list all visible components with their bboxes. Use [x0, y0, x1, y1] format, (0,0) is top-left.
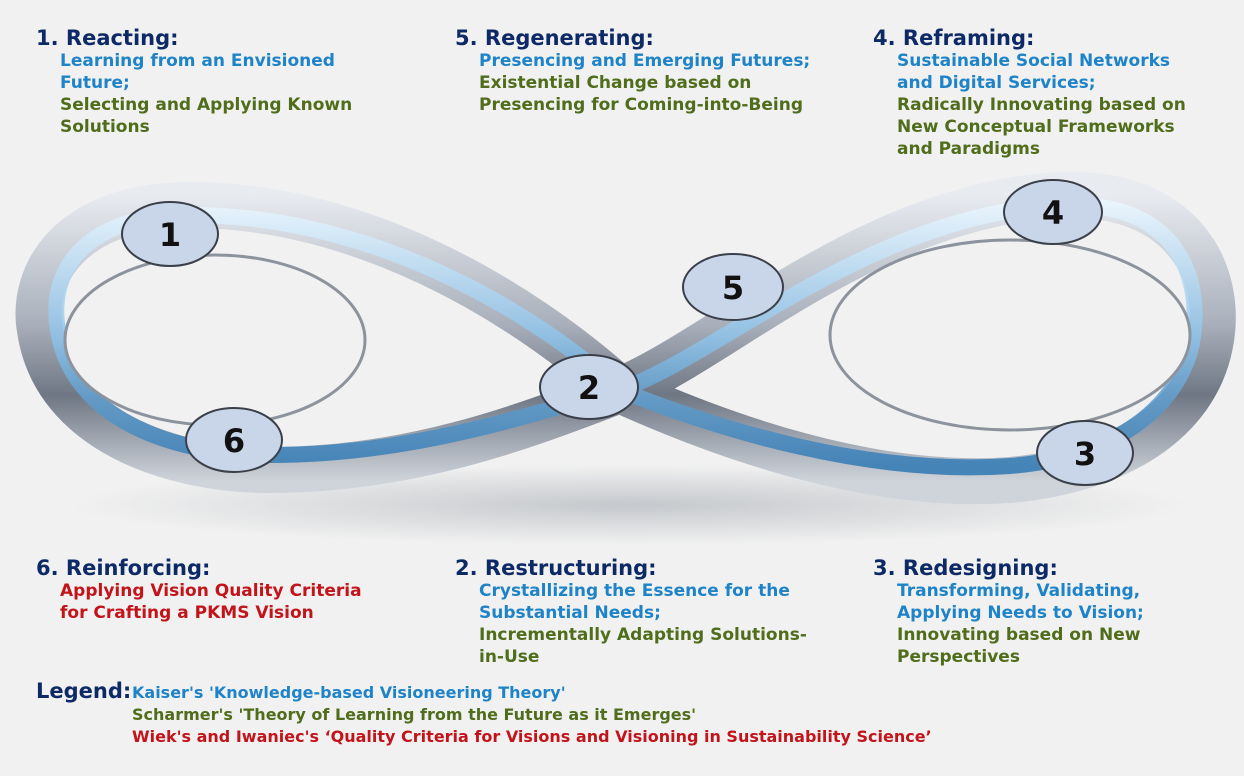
stage-restructuring: 2. Restructuring: Crystallizing the Esse… [455, 556, 807, 668]
stage-title: 5. Regenerating: [455, 26, 654, 50]
marker-6-label: 6 [223, 422, 245, 460]
marker-1: 1 [121, 201, 219, 267]
stage-line: Perspectives [897, 647, 1020, 667]
stage-line: Substantial Needs; [479, 603, 661, 623]
left-loop-hole [63, 253, 367, 427]
stage-line: Sustainable Social Networks [897, 51, 1171, 71]
marker-5: 5 [682, 253, 784, 321]
stage-title: 3. Redesigning: [873, 556, 1058, 580]
right-loop-hole [828, 238, 1192, 432]
stage-line: in-Use [479, 647, 540, 667]
stage-line: Learning from an Envisioned [60, 51, 335, 71]
marker-1-label: 1 [159, 216, 181, 254]
stage-line: Applying Vision Quality Criteria [60, 581, 362, 601]
stage-regenerating: 5. Regenerating: Presencing and Emerging… [455, 26, 810, 116]
stage-line: Presencing for Coming-into-Being [479, 95, 803, 115]
stage-line: New Conceptual Frameworks [897, 117, 1175, 137]
stage-reframing: 4. Reframing: Sustainable Social Network… [873, 26, 1186, 160]
stage-line: Radically Innovating based on [897, 95, 1186, 115]
stage-line: Transforming, Validating, [897, 581, 1141, 601]
marker-6: 6 [185, 407, 283, 473]
marker-2-label: 2 [578, 369, 600, 407]
stage-title: 1. Reacting: [36, 26, 179, 50]
marker-4: 4 [1003, 179, 1103, 245]
stage-reacting: 1. Reacting: Learning from an Envisioned… [36, 26, 352, 138]
stage-line: Future; [60, 73, 130, 93]
marker-2: 2 [539, 354, 639, 420]
stage-redesigning: 3. Redesigning: Transforming, Validating… [873, 556, 1144, 668]
stage-line: for Crafting a PKMS Vision [60, 603, 314, 623]
marker-3-label: 3 [1074, 435, 1096, 473]
marker-3: 3 [1036, 420, 1134, 486]
stage-line: and Paradigms [897, 139, 1040, 159]
stage-title: 4. Reframing: [873, 26, 1035, 50]
stage-line: Existential Change based on [479, 73, 752, 93]
stage-line: Selecting and Applying Known [60, 95, 353, 115]
marker-4-label: 4 [1042, 194, 1064, 232]
stage-line: Applying Needs to Vision; [897, 603, 1144, 623]
stage-title: 6. Reinforcing: [36, 556, 211, 580]
stage-reinforcing: 6. Reinforcing: Applying Vision Quality … [36, 556, 362, 624]
stage-line: Presencing and Emerging Futures; [479, 51, 811, 71]
legend-item: Wiek's and Iwaniec's ‘Quality Criteria f… [132, 727, 932, 746]
stage-title: 2. Restructuring: [455, 556, 657, 580]
legend-item: Scharmer's 'Theory of Learning from the … [132, 705, 697, 724]
legend-label: Legend: [36, 679, 132, 703]
stage-line: Solutions [60, 117, 150, 137]
stage-line: Crystallizing the Essence for the [479, 581, 790, 601]
stage-line: and Digital Services; [897, 73, 1096, 93]
marker-5-label: 5 [722, 269, 744, 307]
legend-item: Kaiser's 'Knowledge-based Visioneering T… [132, 683, 566, 702]
legend-items: Kaiser's 'Knowledge-based Visioneering T… [132, 682, 932, 748]
stage-line: Innovating based on New [897, 625, 1141, 645]
stage-line: Incrementally Adapting Solutions- [479, 625, 807, 645]
